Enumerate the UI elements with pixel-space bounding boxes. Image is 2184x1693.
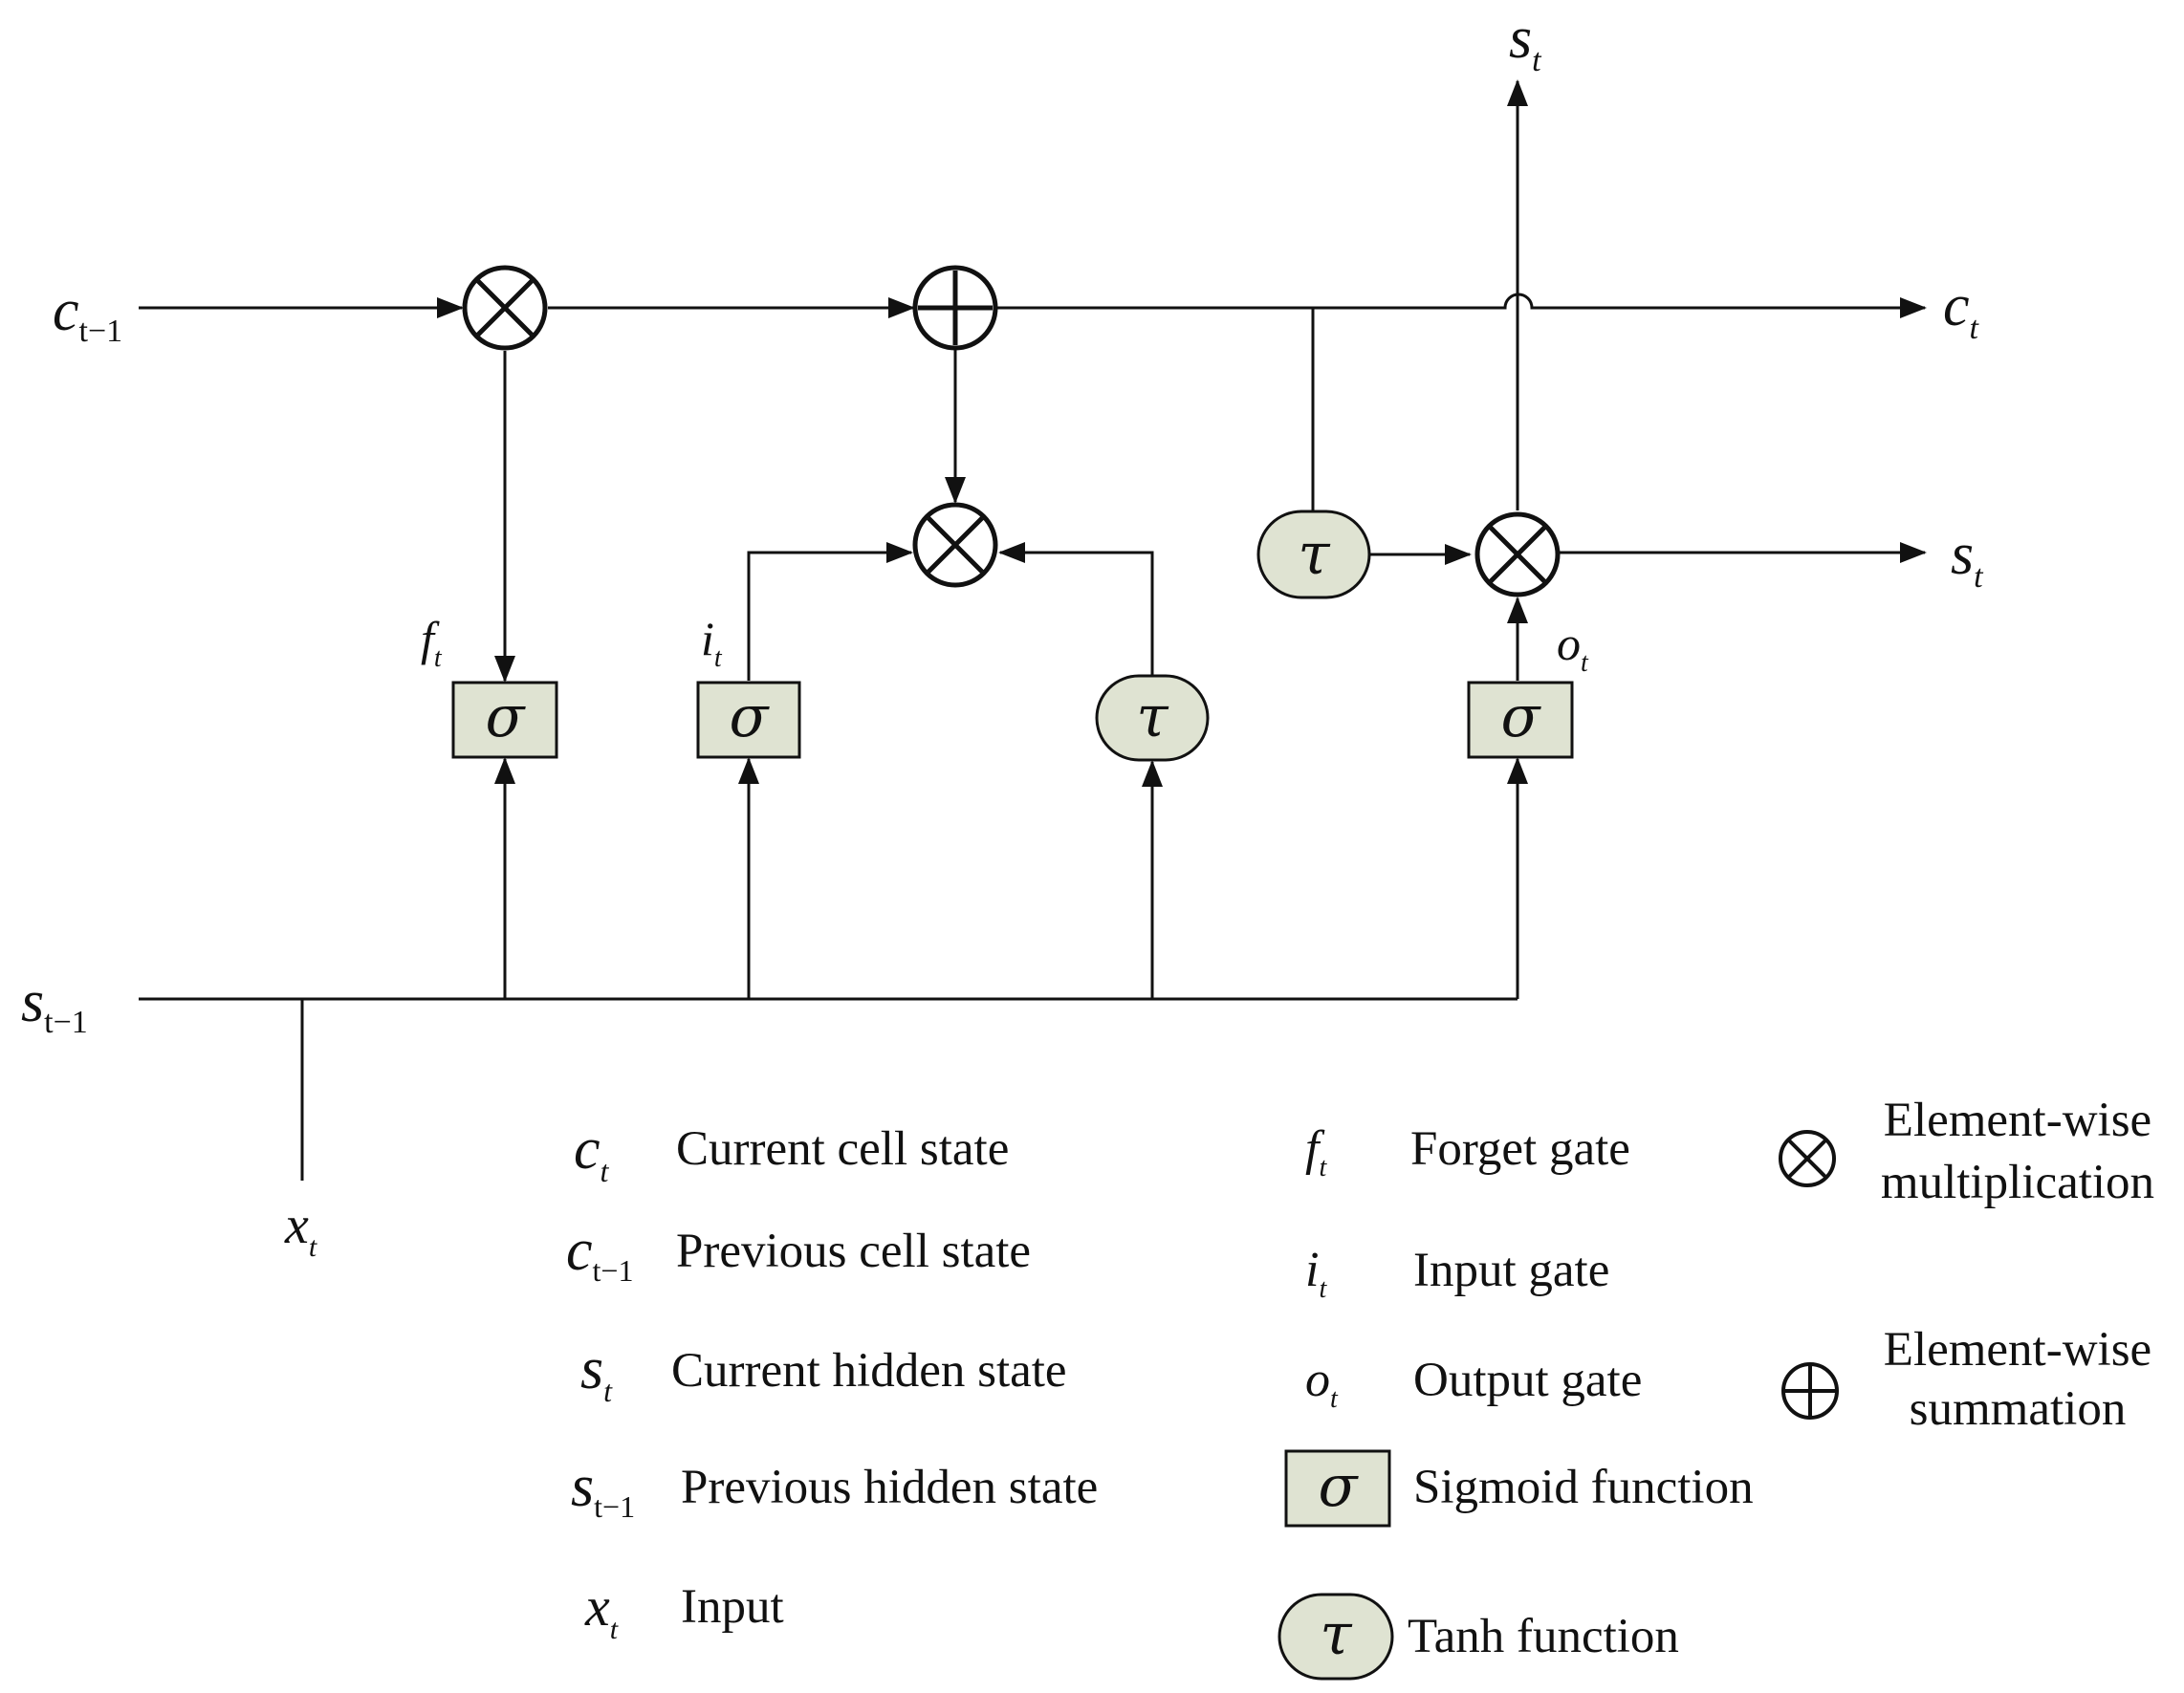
label-s-t-top: st — [1509, 6, 1542, 78]
output-gate-sigmoid: σ — [1467, 681, 1574, 759]
legend-item-s-t: st Current hidden state — [580, 1336, 1067, 1408]
tanh-symbol: τ — [1320, 1601, 1352, 1668]
sigma-symbol: σ — [1501, 684, 1542, 750]
legend-text: Sigmoid function — [1413, 1461, 1754, 1514]
svg-text:st−1: st−1 — [571, 1454, 635, 1524]
legend-middle: ft Forget gate it Input gate ot Output g… — [1278, 1121, 1754, 1681]
input-multiply-node — [912, 502, 998, 588]
legend-text: summation — [1910, 1382, 2127, 1436]
svg-text:ct−1: ct−1 — [566, 1218, 633, 1288]
legend-text: Tanh function — [1408, 1610, 1679, 1663]
label-f-t: ft — [421, 612, 443, 673]
wire-candidate-tanh-to-mult — [998, 542, 1154, 681]
legend-item-o-t: ot Output gate — [1305, 1353, 1642, 1414]
legend-text: Element-wise — [1884, 1094, 2151, 1147]
svg-text:ct: ct — [574, 1117, 610, 1188]
legend-text: Current cell state — [676, 1122, 1009, 1176]
wires — [139, 79, 1927, 1181]
legend-right: Element-wise multiplication Element-wise… — [1779, 1094, 2154, 1436]
svg-text:xt: xt — [584, 1575, 619, 1645]
label-c-t: ct — [1943, 273, 1980, 346]
wire-add-to-c-t — [997, 293, 1927, 318]
candidate-tanh: τ — [1095, 674, 1210, 762]
cell-add-node — [912, 265, 998, 351]
label-s-t-right: st — [1951, 522, 1984, 595]
legend-text: Previous cell state — [676, 1225, 1031, 1278]
sigma-symbol: σ — [730, 684, 771, 750]
legend-text: Input gate — [1413, 1244, 1609, 1297]
legend-item-tanh: τ Tanh function — [1278, 1593, 1679, 1681]
legend-text: Forget gate — [1410, 1122, 1630, 1176]
wire-input-gate-to-mult — [747, 542, 913, 681]
sigma-symbol: σ — [486, 684, 527, 750]
legend-item-c-t: ct Current cell state — [574, 1117, 1009, 1188]
output-multiply-node — [1474, 511, 1561, 597]
legend-item-x-t: xt Input — [584, 1575, 784, 1645]
legend-left: ct Current cell state ct−1 Previous cell… — [566, 1117, 1098, 1645]
label-c-prev: ct−1 — [53, 278, 122, 349]
legend-item-sigmoid: σ Sigmoid function — [1284, 1449, 1754, 1528]
svg-text:ft: ft — [1305, 1121, 1327, 1183]
svg-text:ot: ot — [1305, 1353, 1339, 1414]
forget-gate-sigmoid: σ — [451, 681, 558, 759]
svg-text:st: st — [580, 1336, 613, 1408]
legend-text: Output gate — [1413, 1354, 1642, 1407]
label-o-t: ot — [1557, 617, 1589, 678]
svg-text:it: it — [1305, 1243, 1327, 1304]
legend-text: Input — [681, 1580, 784, 1634]
label-i-t: it — [701, 612, 723, 673]
output-tanh: τ — [1256, 510, 1371, 599]
legend-text: multiplication — [1881, 1156, 2154, 1209]
legend-item-c-prev: ct−1 Previous cell state — [566, 1218, 1031, 1288]
input-gate-sigmoid: σ — [696, 681, 801, 759]
legend-item-multiplication: Element-wise multiplication — [1779, 1094, 2154, 1209]
legend-text: Current hidden state — [671, 1344, 1067, 1398]
tanh-symbol: τ — [1298, 521, 1330, 588]
forget-multiply-node — [462, 265, 548, 351]
legend-text: Previous hidden state — [681, 1461, 1098, 1514]
legend-item-f-t: ft Forget gate — [1305, 1121, 1630, 1183]
tanh-symbol: τ — [1136, 684, 1168, 750]
legend-item-i-t: it Input gate — [1305, 1243, 1609, 1304]
label-s-prev: st−1 — [21, 969, 88, 1040]
legend-text: Element-wise — [1884, 1323, 2151, 1377]
legend-item-s-prev: st−1 Previous hidden state — [571, 1454, 1098, 1524]
legend-item-summation: Element-wise summation — [1781, 1323, 2151, 1436]
label-x-t: xt — [284, 1196, 317, 1263]
sigma-symbol: σ — [1319, 1453, 1360, 1520]
